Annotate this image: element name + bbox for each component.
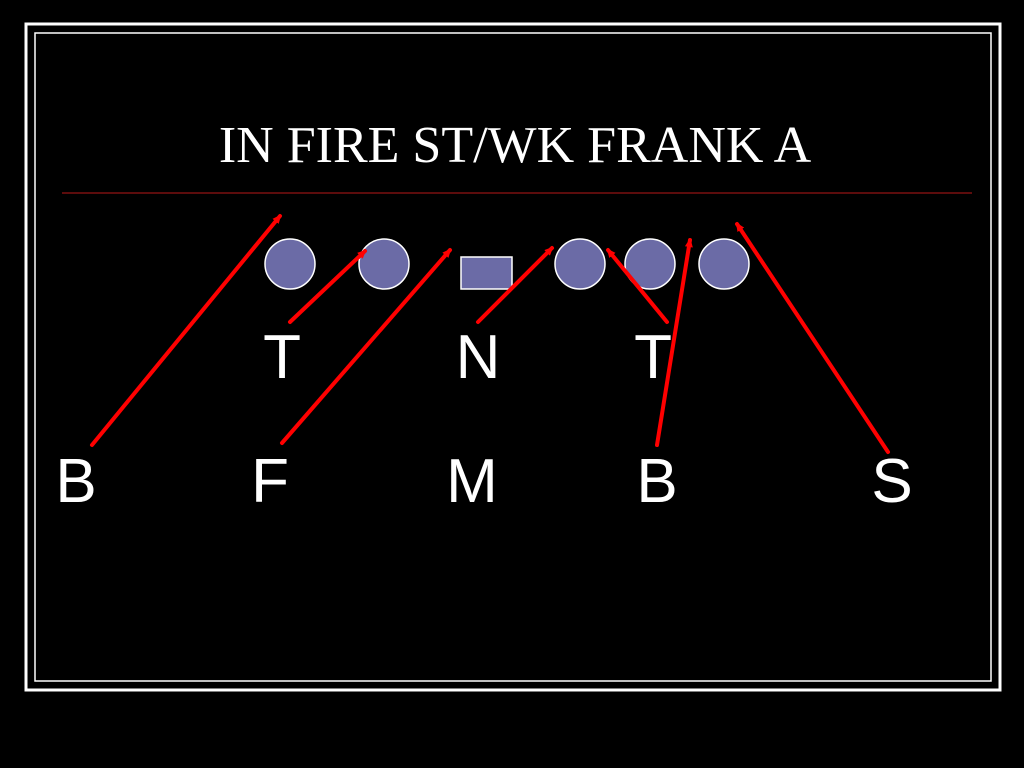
- arrow-nose-rush: [476, 246, 554, 324]
- rush-arrows: [90, 214, 890, 454]
- defender-f-backer: F: [251, 447, 289, 516]
- arrow-safety-blitz: [735, 222, 890, 454]
- arrow-left-backer-blitz: [90, 214, 282, 447]
- offensive-line: [264, 238, 750, 290]
- slide-title: IN FIRE ST/WK FRANK A: [219, 117, 812, 174]
- offensive-lineman-2: [358, 238, 410, 290]
- arrow-left-tackle-rush: [288, 249, 367, 324]
- arrow-right-backer-blitz: [655, 238, 693, 447]
- offensive-lineman-5: [698, 238, 750, 290]
- defender-left-tackle: T: [263, 323, 301, 392]
- offensive-lineman-3: [554, 238, 606, 290]
- defender-left-backer: B: [55, 447, 96, 516]
- defensive-front: T N T: [263, 323, 672, 392]
- offensive-lineman-4: [624, 238, 676, 290]
- defender-safety: S: [871, 447, 912, 516]
- outer-frame: [24, 22, 1002, 692]
- defensive-second-level: B F M B S: [55, 447, 912, 516]
- defender-mike: M: [446, 447, 498, 516]
- arrow-right-tackle-rush: [606, 248, 669, 324]
- inner-frame: [34, 32, 992, 682]
- offensive-lineman-1: [264, 238, 316, 290]
- arrow-f-backer-blitz: [280, 248, 452, 445]
- defender-nose: N: [456, 323, 501, 392]
- offensive-center: [460, 256, 513, 290]
- defender-right-backer: B: [636, 447, 677, 516]
